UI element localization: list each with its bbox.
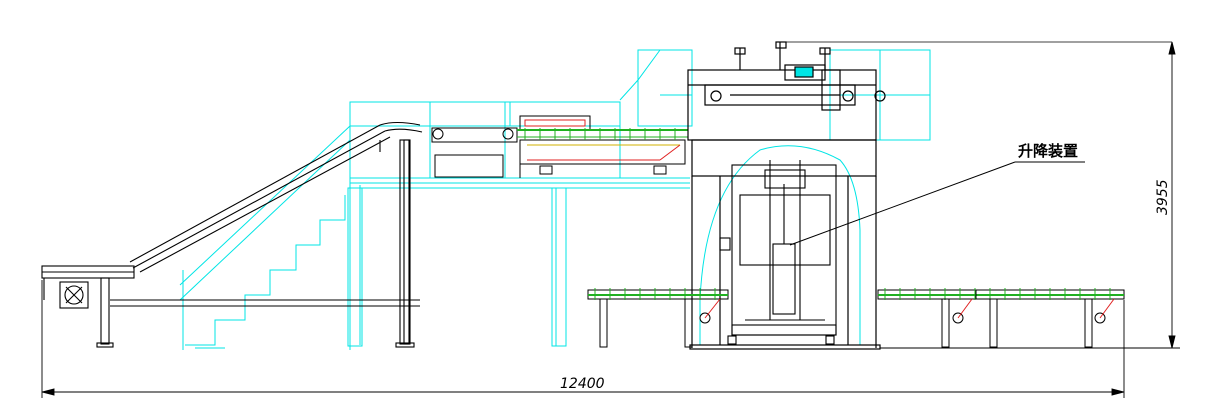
platform-frame	[179, 49, 931, 350]
overall-length-dimension: 12400	[41, 280, 1125, 398]
lifting-device	[719, 160, 837, 345]
outfeed-roller-conveyor-left	[587, 288, 729, 348]
overall-length-value: 12400	[560, 376, 605, 392]
overall-height-dimension: 3955	[880, 41, 1180, 349]
incline-belt-conveyor	[41, 121, 423, 348]
overall-height-value: 3955	[1155, 179, 1171, 215]
lifting-device-callout: 升降装置	[789, 142, 1085, 246]
horizontal-roller-conveyor	[431, 115, 688, 178]
lifting-device-label: 升降装置	[1018, 142, 1078, 160]
outfeed-roller-conveyor-right	[877, 288, 1125, 348]
